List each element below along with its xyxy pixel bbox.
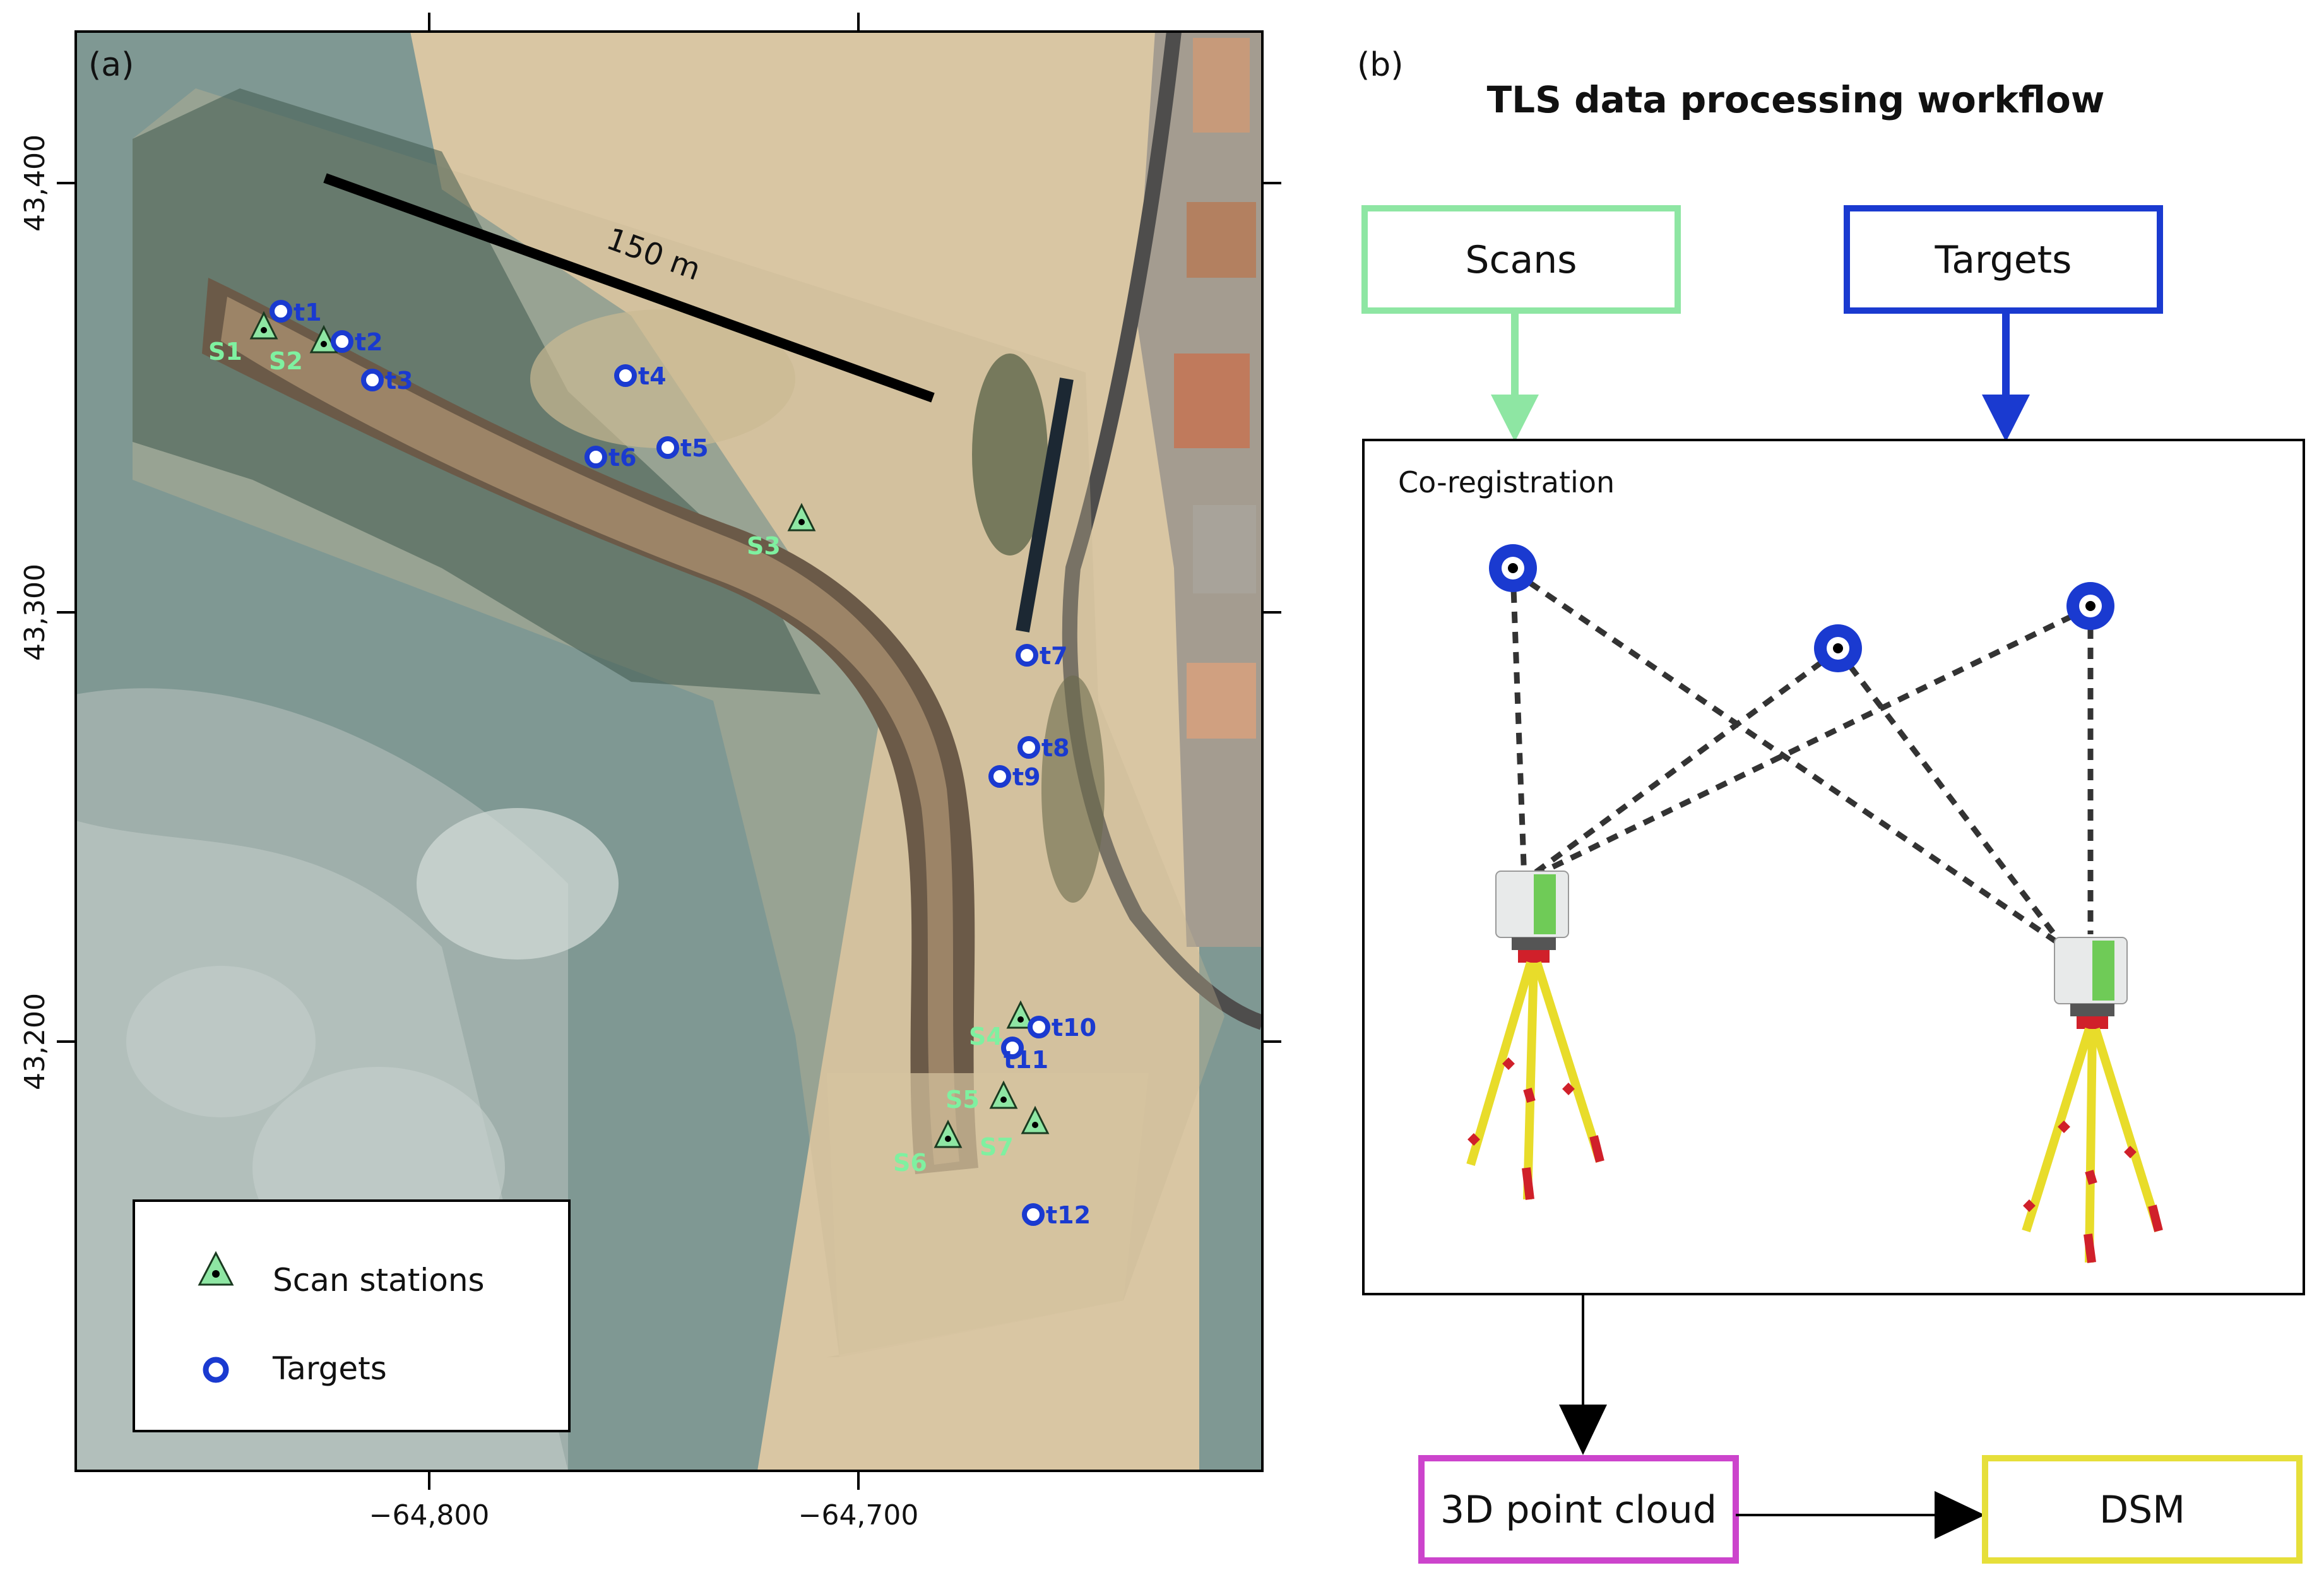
- workflow-title: TLS data processing workflow: [1487, 78, 2105, 121]
- x-tick-label: −64,800: [369, 1499, 490, 1531]
- target-marker: t9: [988, 763, 1041, 791]
- target-label: t1: [293, 299, 322, 326]
- target-label: t11: [1004, 1046, 1048, 1074]
- scan-station-label: S7: [980, 1133, 1014, 1161]
- scan-station-label: S5: [946, 1086, 980, 1114]
- scan-station-label: S3: [747, 532, 781, 560]
- target-label: t2: [355, 328, 383, 356]
- laser-scanner-icon: [2022, 937, 2163, 1263]
- scan-station-label: S2: [269, 347, 303, 375]
- map-panel: −64,800 −64,700 43,400 43,300 43,200 (a)…: [19, 13, 1281, 1531]
- targets-arrow: [1982, 311, 2030, 442]
- y-axis: 43,400 43,300 43,200: [19, 134, 1281, 1090]
- target-label: t4: [638, 362, 667, 390]
- dsm-box: DSM: [1982, 1455, 2303, 1564]
- scan-station-marker: S2: [269, 324, 338, 375]
- target-icon: [2066, 582, 2114, 630]
- y-tick-label: 43,400: [19, 134, 51, 232]
- target-marker: t5: [656, 434, 709, 462]
- target-marker: t7: [1016, 642, 1068, 670]
- pointcloud-to-dsm-arrow: [1736, 1491, 1985, 1539]
- panel-a-label: (a): [88, 46, 134, 84]
- target-label: t5: [680, 434, 709, 462]
- panel-b-label: (b): [1357, 46, 1404, 84]
- map-frame: [74, 30, 1264, 1472]
- point-cloud-box-label: 3D point cloud: [1440, 1488, 1717, 1532]
- scan-station-marker: S7: [980, 1105, 1050, 1161]
- scan-station-label: S6: [893, 1149, 927, 1177]
- target-label: t6: [608, 444, 637, 472]
- workflow-panel: (b) TLS data processing workflow Scans T…: [1357, 46, 2305, 1564]
- targets-box: Targets: [1844, 205, 2163, 314]
- scan-stations: S1 S2 S3 S4 S5: [208, 311, 1050, 1177]
- targets-box-label: Targets: [1935, 238, 2072, 282]
- scan-station-marker: S6: [893, 1119, 963, 1177]
- laser-scanner-icon: [1466, 871, 1604, 1200]
- target-marker: t3: [361, 367, 413, 395]
- scan-station-legend-icon: [198, 1251, 234, 1286]
- legend-targets: Targets: [272, 1350, 387, 1387]
- x-axis: −64,800 −64,700: [369, 13, 919, 1531]
- target-legend-icon: [203, 1357, 229, 1383]
- scan-station-label: S1: [208, 338, 242, 366]
- scan-station-label: S4: [969, 1023, 1003, 1050]
- scan-station-marker: S1: [208, 311, 278, 366]
- target-marker: t12: [1022, 1201, 1091, 1229]
- target-marker: t10: [1028, 1014, 1096, 1042]
- y-tick-label: 43,300: [19, 564, 51, 661]
- target-icon: [1814, 624, 1862, 672]
- dsm-box-label: DSM: [2099, 1488, 2185, 1532]
- scan-station-marker: S5: [946, 1080, 1018, 1114]
- target-marker: t2: [331, 328, 383, 356]
- y-tick-label: 43,200: [19, 993, 51, 1090]
- target-label: t7: [1040, 642, 1068, 670]
- map-legend: Scan stations Targets: [133, 1199, 571, 1432]
- legend-scan-stations: Scan stations: [273, 1262, 485, 1299]
- target-icon: [1489, 544, 1537, 592]
- target-label: t8: [1041, 734, 1070, 762]
- scan-station-marker: S3: [747, 502, 816, 560]
- coregistration-to-pointcloud-arrow: [1559, 1294, 1607, 1455]
- target-label: t9: [1012, 763, 1041, 791]
- target-marker: t11: [1001, 1037, 1048, 1074]
- point-cloud-box: 3D point cloud: [1418, 1455, 1739, 1564]
- target-label: t10: [1052, 1014, 1096, 1042]
- target-marker: t4: [614, 362, 667, 390]
- scan-station-marker: S4: [969, 1000, 1035, 1050]
- registration-lines: [1510, 569, 2094, 949]
- target-label: t3: [385, 367, 413, 395]
- scans-box-label: Scans: [1465, 238, 1577, 282]
- target-marker: t8: [1017, 734, 1070, 762]
- target-marker: t6: [584, 444, 637, 472]
- x-tick-label: −64,700: [798, 1499, 919, 1531]
- target-label: t12: [1046, 1201, 1091, 1229]
- scans-arrow: [1491, 311, 1539, 442]
- targets: t1 t2 t3 t4 t5 t6 t7 t8 t9 t10 t11 t12: [270, 299, 1096, 1229]
- target-marker: t1: [270, 299, 322, 326]
- coregistration-label: Co-registration: [1398, 465, 1615, 499]
- scans-box: Scans: [1361, 205, 1681, 314]
- coregistration-box: Co-registration: [1362, 439, 2305, 1295]
